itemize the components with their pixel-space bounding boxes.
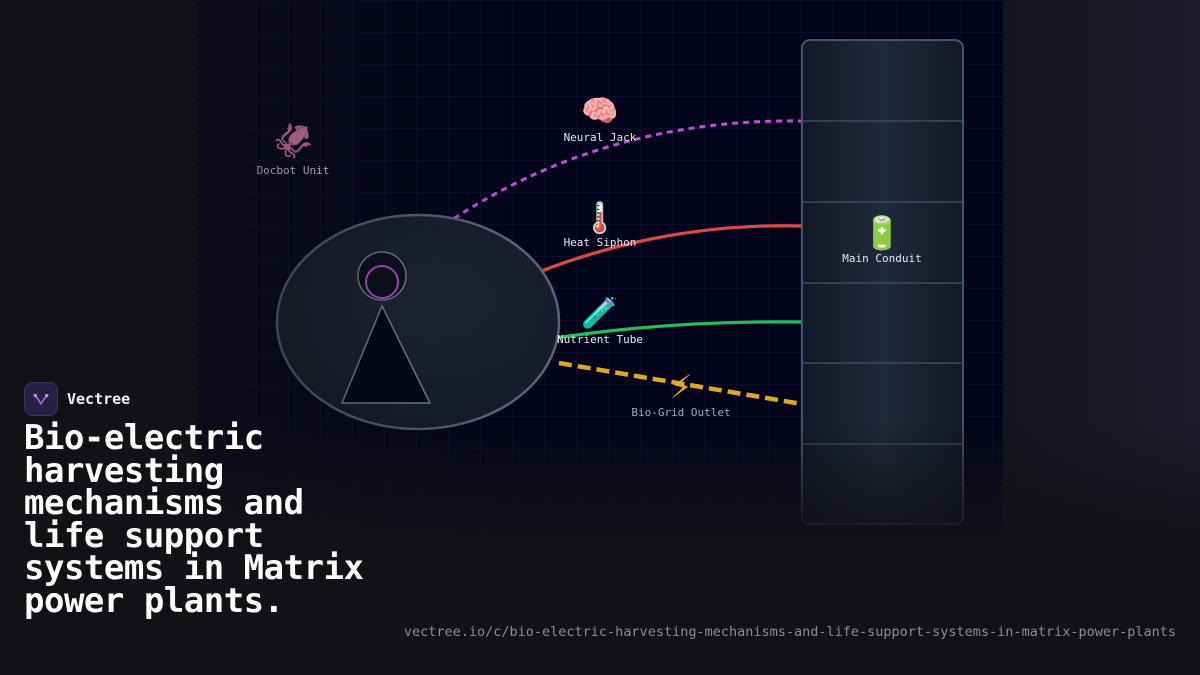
vectree-logo-icon <box>24 382 58 416</box>
brand-lockup[interactable]: Vectree <box>24 382 130 416</box>
nutrient-tube-label: Nutrient Tube <box>557 333 643 346</box>
human-pod <box>275 213 561 431</box>
neural-jack-label: Neural Jack <box>564 131 637 144</box>
page-url[interactable]: vectree.io/c/bio-electric-harvesting-mec… <box>403 624 1176 640</box>
docbot-unit-label: Docbot Unit <box>257 164 330 177</box>
bio-grid-outlet-label: Bio-Grid Outlet <box>631 406 730 419</box>
page-title: Bio-electric harvesting mechanisms and l… <box>24 418 364 621</box>
brain-icon: 🧠 <box>581 94 618 129</box>
heat-siphon-label: Heat Siphon <box>564 236 637 249</box>
squid-icon: 🦑 <box>272 121 313 160</box>
main-conduit-label: Main Conduit <box>842 252 921 265</box>
main-conduit-column <box>801 39 964 525</box>
vectree-logo-mark <box>33 393 49 406</box>
test-tube-icon: 🧪 <box>581 296 618 331</box>
thermometer-icon: 🌡️ <box>581 200 618 236</box>
brand-name: Vectree <box>67 390 131 408</box>
lightning-icon: ⚡ <box>670 368 692 406</box>
right-panel <box>1003 0 1200 675</box>
battery-icon: 🔋 <box>862 214 902 252</box>
pod-head <box>357 251 407 301</box>
